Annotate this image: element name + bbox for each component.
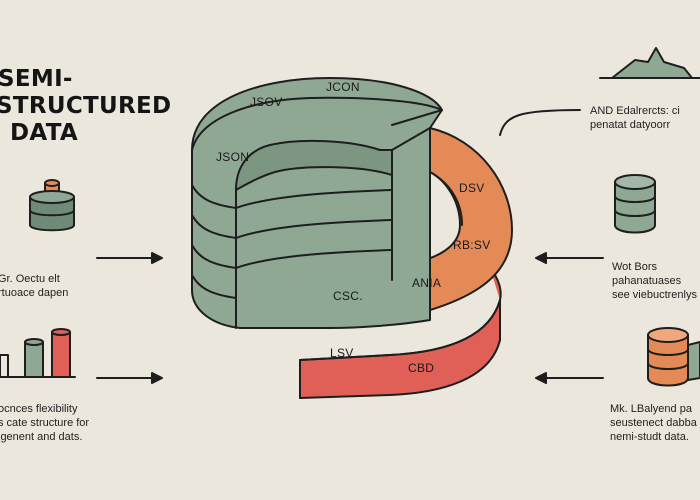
arrow-right-lower [535,372,604,384]
page-title: SEMI- STRUCTURED DATA [0,66,171,147]
right-caption-top: AND Edalrercts: ci penatat datyoorr [590,105,680,131]
right-caption-bottom: Mk. LBalyend pa seustenect dabba nemi-st… [610,403,697,443]
bar-chart-icon [0,328,76,378]
label-lsv: LSV [330,346,354,360]
label-ania: ANIA [412,276,442,290]
arrow-left-lower [96,372,163,384]
database-icon-gray [614,174,656,234]
title-line-3: DATA [10,120,79,146]
mountain-icon [599,47,700,79]
label-dsv: DSV [459,181,485,195]
green-cylinder [191,77,443,329]
left-caption-lower: ocnces flexibility s cate structure for … [0,403,90,443]
title-line-2: STRUCTURED [0,93,172,119]
database-icon-green [29,179,75,232]
label-rbsv: RB:SV [453,238,491,252]
left-caption-upper: Gr. Oectu elt rtuoace dapen [0,273,69,299]
label-json: JSON [216,150,250,164]
arrow-right-middle [535,252,604,264]
right-caption-middle: Wot Bors pahanatuases see viebuctrenlys [612,261,697,301]
red-ring [299,267,502,399]
title-line-1: SEMI- [0,66,73,92]
label-cbd: CBD [408,361,435,375]
label-jcon: JCON [326,80,360,94]
label-csc: CSC. [333,289,363,303]
database-icon-orange [647,327,700,387]
label-jsov: JSOV [250,95,283,109]
arrow-left-upper [96,252,163,264]
connector-curve [499,109,581,136]
